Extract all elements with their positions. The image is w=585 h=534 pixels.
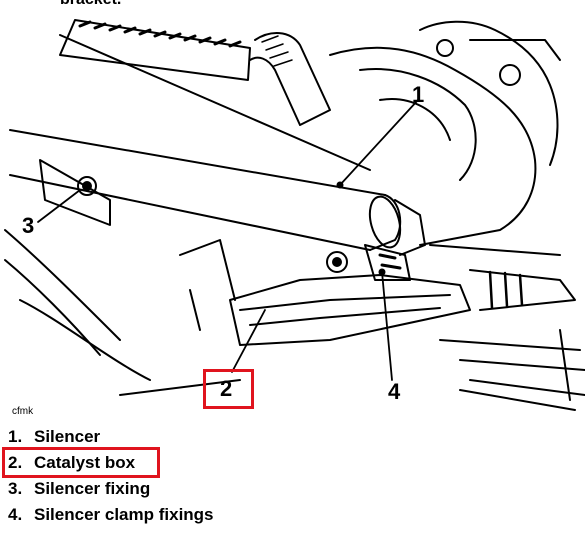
legend-number: 1. [8, 427, 23, 446]
callout-3: 3 [22, 213, 35, 238]
legend-item-silencer: 1. Silencer [8, 424, 214, 450]
legend-item-silencer-fixing: 3. Silencer fixing [8, 476, 214, 502]
leader-lines [37, 99, 419, 381]
callout-4: 4 [388, 379, 401, 404]
callout-1: 1 [412, 82, 425, 107]
air-duct-hose [249, 32, 331, 126]
legend-label: Silencer fixing [34, 479, 151, 498]
legend-item-silencer-clamp-fixings: 4. Silencer clamp fixings [8, 502, 214, 528]
engine-casing [329, 20, 561, 246]
callout-2-highlight [203, 369, 254, 409]
legend-item-2-highlight [2, 447, 160, 478]
legend-label: Catalyst box [34, 453, 136, 472]
truncated-caption-fragment: bracket. [60, 0, 121, 9]
legend-number: 4. [8, 505, 23, 524]
legend-number: 2. [8, 453, 23, 472]
rear-wheel [4, 229, 151, 381]
exhaust-downpipe [439, 269, 585, 401]
figure-code: cfmk [12, 406, 34, 417]
legend-label: Silencer clamp fixings [34, 505, 214, 524]
legend-label: Silencer [34, 427, 101, 446]
frame-members [119, 239, 576, 411]
silencer-line-drawing [4, 19, 585, 411]
legend-item-catalyst-box: 2. Catalyst box [8, 450, 214, 476]
silencer-pipe [9, 34, 426, 256]
silencer-fixing-bolt [39, 159, 111, 226]
legend-number: 3. [8, 479, 23, 498]
catalyst-box [229, 274, 471, 346]
legend: 1. Silencer 2. Catalyst box 3. Silencer fix… [8, 424, 214, 528]
silencer-clamp [326, 244, 411, 281]
callout-2: 2 [220, 376, 233, 401]
drive-belt [59, 19, 251, 81]
